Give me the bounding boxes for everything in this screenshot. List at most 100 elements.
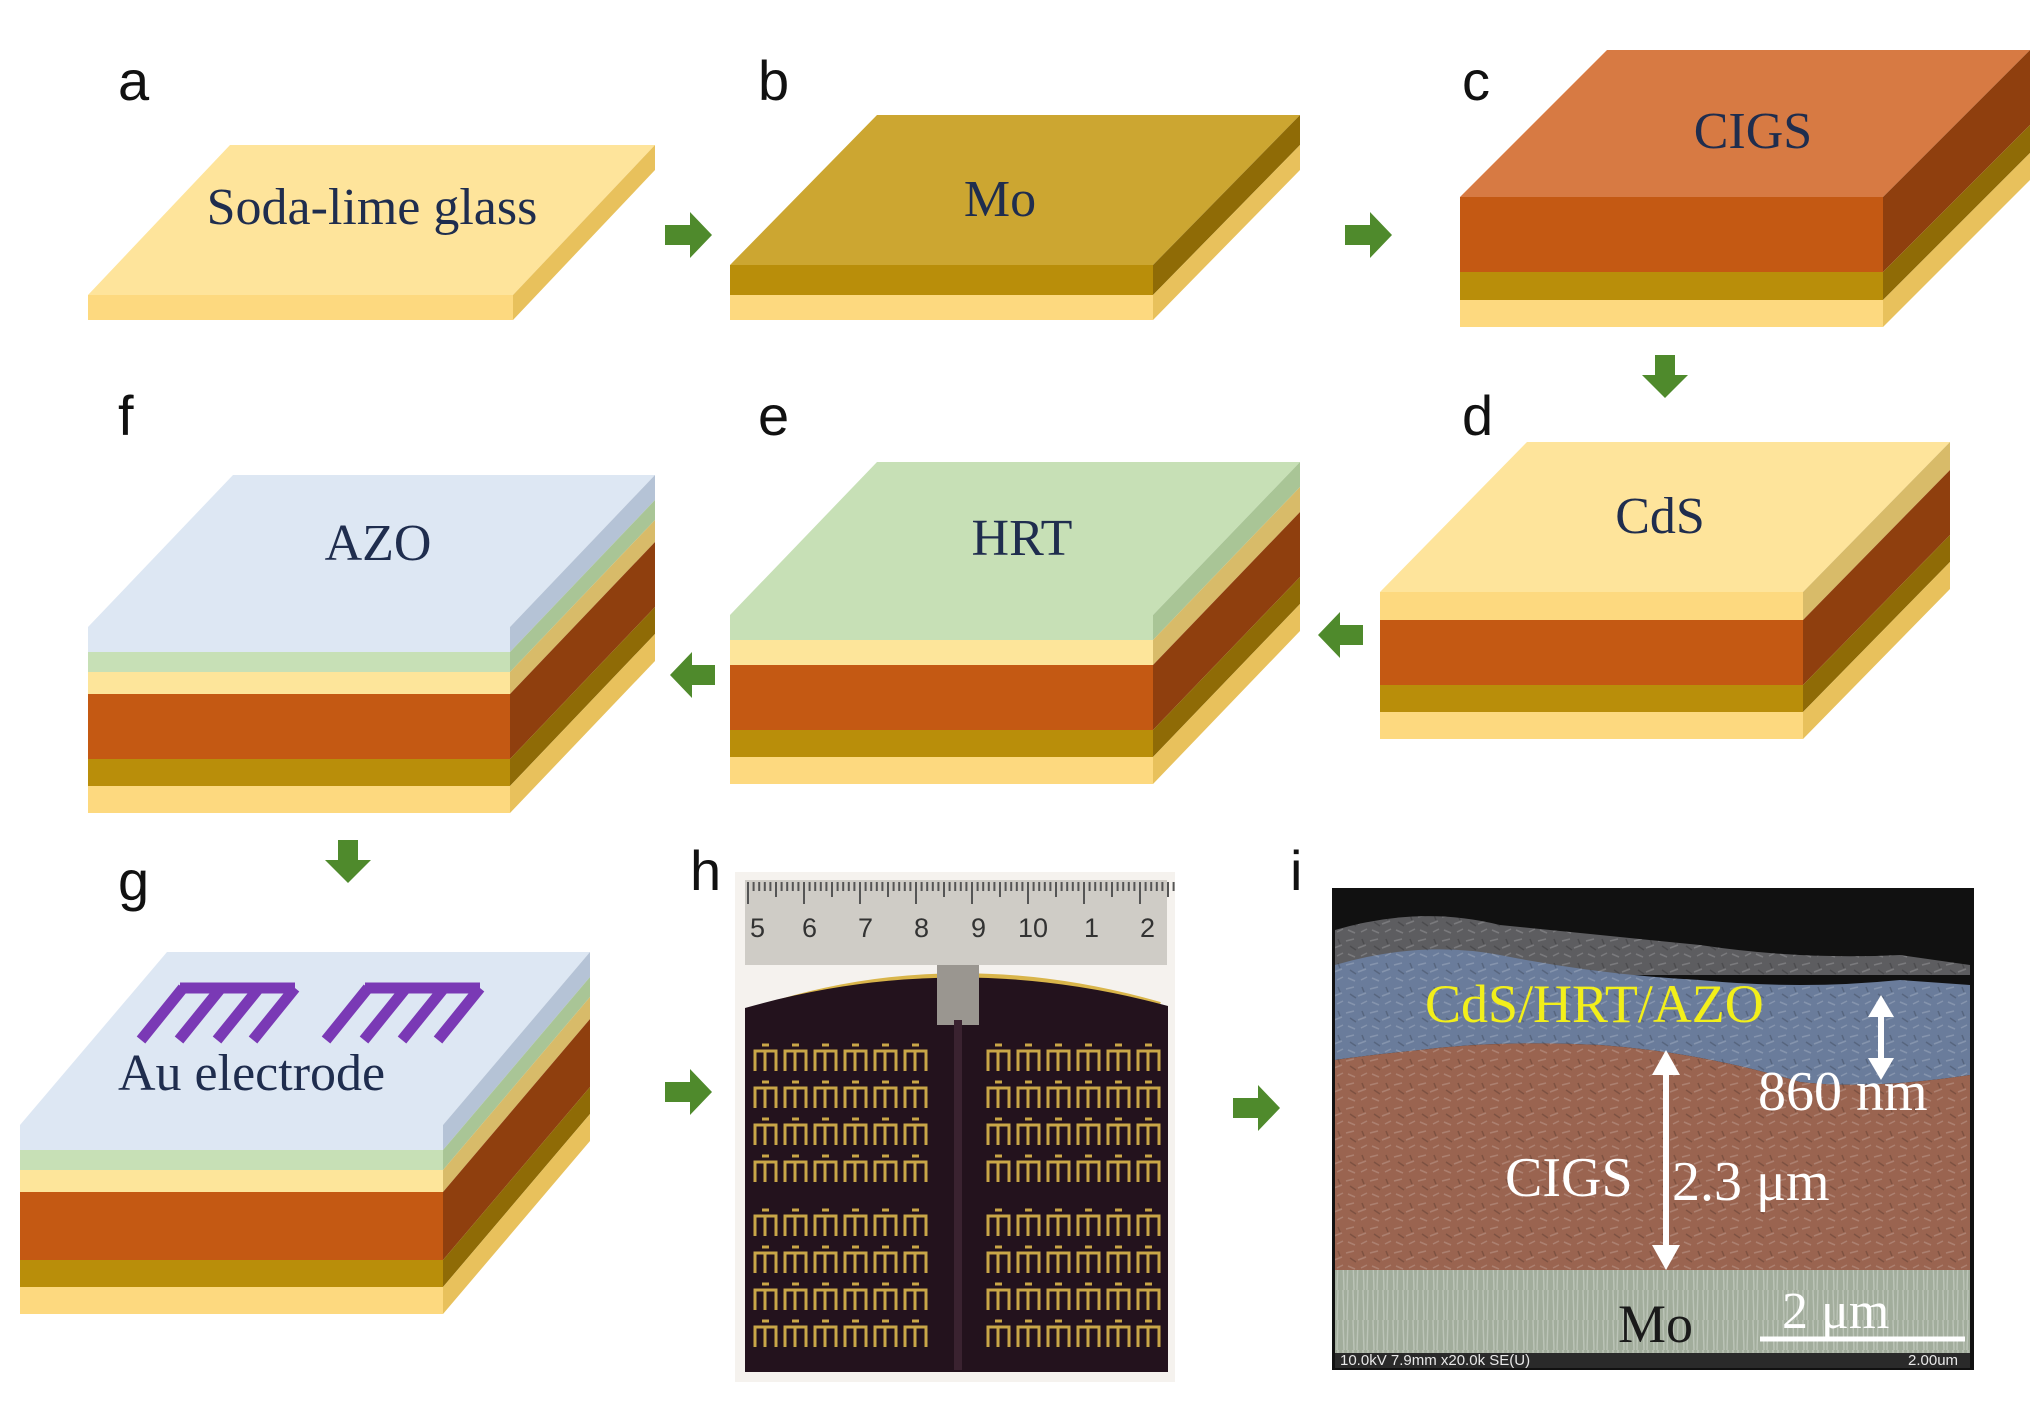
device-cell <box>1076 1043 1101 1071</box>
panel-letter-d: d <box>1462 384 1493 447</box>
device-cell <box>1076 1154 1101 1182</box>
device-cell <box>903 1282 928 1310</box>
device-cell <box>813 1043 838 1071</box>
device-cell <box>1076 1208 1101 1236</box>
arrows <box>325 212 1688 1131</box>
device-cell <box>986 1282 1011 1310</box>
device-cell <box>813 1319 838 1347</box>
device-cell <box>753 1043 778 1071</box>
device-cell <box>783 1208 808 1236</box>
device-cell <box>843 1080 868 1108</box>
device-cell <box>813 1282 838 1310</box>
device-cell <box>843 1208 868 1236</box>
device-cell <box>986 1117 1011 1145</box>
arrow-c-to-d <box>1642 355 1688 398</box>
layer-label-mo: Mo <box>964 171 1036 228</box>
device-cell <box>1136 1319 1161 1347</box>
device-cell <box>986 1245 1011 1273</box>
arrow-a-to-b <box>665 212 712 258</box>
device-cell <box>1106 1208 1131 1236</box>
device-cell <box>986 1319 1011 1347</box>
device-cell <box>843 1282 868 1310</box>
device-cell <box>1046 1319 1071 1347</box>
device-cell <box>783 1282 808 1310</box>
ruler-number: 6 <box>802 913 817 943</box>
device-cell <box>873 1282 898 1310</box>
slab-a: Soda-lime glass <box>88 145 655 320</box>
device-cell <box>783 1117 808 1145</box>
device-cell <box>873 1154 898 1182</box>
ruler-number: 8 <box>914 913 929 943</box>
device-cell <box>1076 1080 1101 1108</box>
device-cell <box>1136 1282 1161 1310</box>
device-cell <box>873 1319 898 1347</box>
device-cell <box>753 1154 778 1182</box>
device-cell <box>873 1043 898 1071</box>
device-cell <box>783 1154 808 1182</box>
sem-cigs-thickness: 2.3 μm <box>1672 1151 1830 1213</box>
device-cell <box>1076 1117 1101 1145</box>
device-cell <box>1016 1043 1041 1071</box>
ruler-number: 2 <box>1140 913 1155 943</box>
device-cell <box>1016 1282 1041 1310</box>
arrow-g-to-h <box>665 1069 712 1115</box>
sem-label-top-layers: CdS/HRT/AZO <box>1425 974 1764 1034</box>
device-cell <box>783 1319 808 1347</box>
device-cell-grid <box>753 1043 1161 1347</box>
device-cell <box>1136 1154 1161 1182</box>
device-cell <box>813 1080 838 1108</box>
device-cell <box>873 1208 898 1236</box>
device-cell <box>903 1080 928 1108</box>
sem-label-cigs: CIGS <box>1505 1147 1633 1209</box>
slab-f: AZO <box>88 475 655 813</box>
sem-label-mo: Mo <box>1618 1294 1693 1354</box>
device-cell <box>903 1117 928 1145</box>
device-cell <box>1106 1245 1131 1273</box>
device-cell <box>753 1282 778 1310</box>
ruler-number: 1 <box>1084 913 1099 943</box>
device-cell <box>986 1208 1011 1236</box>
device-cell <box>1136 1245 1161 1273</box>
device-cell <box>843 1117 868 1145</box>
panel-letter-b: b <box>758 49 789 112</box>
slab-b: Mo <box>730 115 1300 320</box>
device-cell <box>843 1319 868 1347</box>
device-cell <box>1106 1043 1131 1071</box>
arrow-e-to-f <box>670 652 715 698</box>
ruler <box>745 880 1167 965</box>
slab-e: HRT <box>730 462 1300 784</box>
arrow-h-to-i <box>1233 1085 1280 1131</box>
device-cell <box>753 1319 778 1347</box>
device-cell <box>986 1080 1011 1108</box>
slab-g: Au electrode <box>20 952 590 1314</box>
device-cell <box>1076 1319 1101 1347</box>
device-cell <box>1016 1154 1041 1182</box>
device-cell <box>813 1245 838 1273</box>
layer-label-cds: CdS <box>1615 488 1705 545</box>
device-cell <box>783 1245 808 1273</box>
slab-d: CdS <box>1380 442 1950 739</box>
device-cell <box>1106 1154 1131 1182</box>
scale-bar-label: 2 μm <box>1782 1283 1889 1340</box>
sem-top-thickness: 860 nm <box>1758 1061 1928 1123</box>
sem-image: CdS/HRT/AZO 860 nm CIGS 2.3 μm Mo 2 μm 1… <box>1332 888 1974 1370</box>
device-cell <box>1016 1117 1041 1145</box>
panel-letter-c: c <box>1462 49 1490 112</box>
device-cell <box>1046 1154 1071 1182</box>
device-photo: 5 6 7 8 9 10 1 2 <box>735 872 1175 1382</box>
device-cell <box>1016 1319 1041 1347</box>
sem-info-bar: 10.0kV 7.9mm x20.0k SE(U) <box>1340 1352 1530 1369</box>
layer-label-hrt: HRT <box>972 510 1073 567</box>
panel-letter-g: g <box>118 849 149 912</box>
device-cell <box>903 1208 928 1236</box>
device-cell <box>1016 1080 1041 1108</box>
device-cell <box>1106 1080 1131 1108</box>
sem-thickness-arrows <box>1652 995 1894 1270</box>
device-cell <box>783 1080 808 1108</box>
device-cell <box>753 1245 778 1273</box>
device-cell <box>843 1245 868 1273</box>
device-cell <box>843 1043 868 1071</box>
device-cell <box>753 1208 778 1236</box>
device-cell <box>1016 1245 1041 1273</box>
